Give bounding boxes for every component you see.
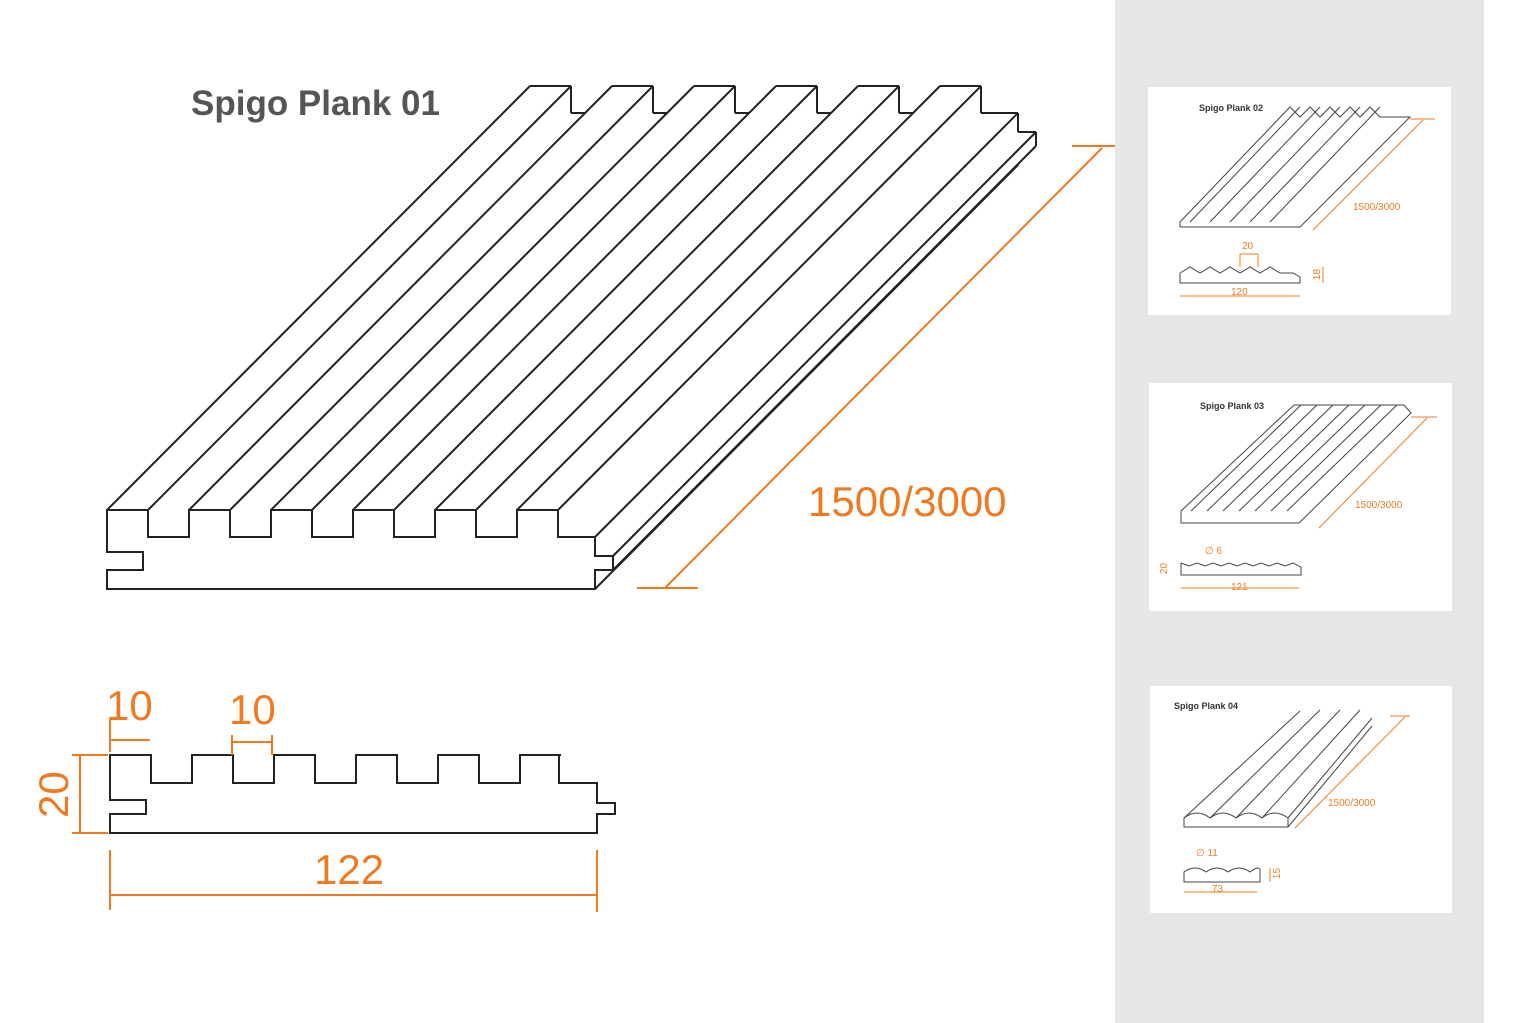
- plank-03-card[interactable]: Spigo Plank 03 1500/3000 ∅ 6 20 121: [1149, 383, 1452, 611]
- plank-02-drawing: [1179, 106, 1435, 297]
- plank-01-title: Spigo Plank 01: [191, 84, 440, 123]
- plank-03-drawing: [1180, 404, 1437, 589]
- rib-width-label: 10: [106, 682, 153, 729]
- other-planks-panel: Spigo Plank 02 1500/3000 20 18 120 Spigo…: [1115, 0, 1484, 1023]
- plank-04-drawing: [1183, 709, 1410, 893]
- plank-04-card[interactable]: Spigo Plank 04 1500/3000 ∅ 11 15 73: [1150, 686, 1452, 913]
- plank-03-dim-w: 121: [1231, 582, 1248, 593]
- plank-03-dim-a: ∅ 6: [1205, 546, 1223, 557]
- height-label: 20: [30, 771, 77, 818]
- plank-03-title: Spigo Plank 03: [1200, 401, 1265, 411]
- plank-02-title: Spigo Plank 02: [1199, 103, 1264, 113]
- plank-02-length: 1500/3000: [1353, 202, 1401, 213]
- plank-04-dim-w: 73: [1212, 884, 1224, 895]
- plank-02-dim-w: 120: [1231, 287, 1248, 298]
- plank-02-card[interactable]: Spigo Plank 02 1500/3000 20 18 120: [1148, 87, 1451, 315]
- front-profile: [106, 509, 614, 590]
- plank-04-length: 1500/3000: [1328, 798, 1376, 809]
- section-dimensions: [72, 720, 598, 912]
- width-label: 122: [314, 846, 385, 893]
- plank-03-length: 1500/3000: [1355, 500, 1403, 511]
- plank-01-isometric-drawing: [72, 85, 1115, 912]
- plank-04-dim-a: ∅ 11: [1196, 848, 1218, 859]
- plank-01-section-drawing: [109, 754, 616, 834]
- plank-04-title: Spigo Plank 04: [1174, 701, 1239, 711]
- plank-02-dim-h: 18: [1312, 268, 1324, 281]
- plank-02-dim-a: 20: [1242, 241, 1254, 252]
- groove-width-label: 10: [229, 686, 276, 733]
- plank-04-dim-h: 15: [1272, 867, 1284, 880]
- plank-03-dim-h: 20: [1159, 562, 1171, 575]
- length-label: 1500/3000: [808, 478, 1007, 525]
- length-dimension: [637, 145, 1115, 589]
